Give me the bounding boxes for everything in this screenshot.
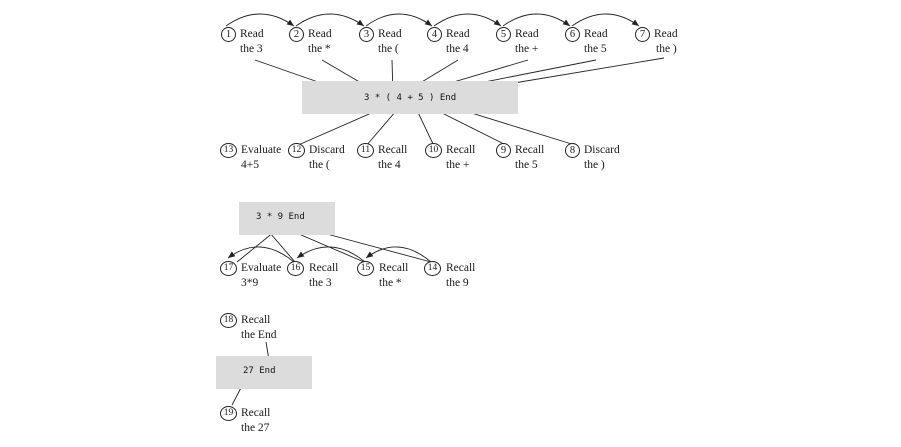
step-number: 6: [565, 27, 580, 42]
arc-1-2: [225, 13, 295, 27]
step-object: the 4: [446, 43, 469, 55]
step-verb: Evaluate: [241, 144, 282, 156]
step-verb: Read: [446, 28, 470, 40]
step-verb: Recall: [446, 262, 476, 274]
step-object: the 9: [446, 277, 469, 289]
step-number: 16: [287, 261, 304, 276]
step-number: 17: [220, 261, 237, 276]
step-object: the +: [446, 159, 470, 171]
expression-box-1: [302, 81, 518, 114]
step-number: 19: [220, 406, 237, 421]
step-object: the +: [515, 43, 539, 55]
arc-16-17: [227, 246, 295, 263]
arc-2-3: [295, 13, 365, 27]
arc-14-15: [365, 246, 432, 263]
step-number: 15: [357, 261, 374, 276]
step-object: the 5: [515, 159, 538, 171]
expression-2: 3 * 9 End: [256, 212, 305, 222]
step-number: 12: [288, 143, 305, 158]
expression-3: 27 End: [243, 366, 276, 376]
arc-4-5: [433, 13, 502, 27]
step-number: 2: [289, 27, 304, 42]
expression-1: 3 * ( 4 + 5 ) End: [364, 93, 457, 103]
step-verb: Recall: [241, 314, 271, 326]
step-number: 10: [425, 143, 442, 158]
arc-15-16: [296, 246, 366, 263]
step-verb: Evaluate: [241, 262, 282, 274]
step-verb: Discard: [584, 144, 620, 156]
step-verb: Read: [584, 28, 608, 40]
step-object: 4+5: [241, 159, 259, 171]
step-verb: Read: [654, 28, 678, 40]
arc-3-4: [365, 13, 433, 27]
step-object: the (: [378, 43, 399, 55]
step-verb: Read: [515, 28, 539, 40]
step-verb: Read: [240, 28, 264, 40]
expression-box-2: [239, 202, 335, 235]
step-number: 18: [220, 313, 237, 328]
step-number: 3: [359, 27, 374, 42]
step-object: the (: [309, 159, 330, 171]
step-number: 1: [221, 27, 236, 42]
step-verb: Recall: [241, 407, 271, 419]
step-verb: Recall: [378, 144, 408, 156]
step-object: the ): [584, 159, 605, 171]
step-number: 13: [220, 143, 237, 158]
step-object: the 3: [309, 277, 332, 289]
step-number: 9: [496, 143, 511, 158]
step-object: the ): [656, 43, 677, 55]
step-object: the End: [241, 329, 277, 341]
step-verb: Recall: [309, 262, 339, 274]
step-number: 8: [565, 143, 580, 158]
step-object: the 4: [378, 159, 401, 171]
step-number: 5: [496, 27, 511, 42]
step-object: the *: [308, 43, 331, 55]
step-verb: Discard: [309, 144, 345, 156]
step-number: 7: [635, 27, 650, 42]
step-verb: Read: [378, 28, 402, 40]
arc-5-6: [502, 13, 571, 27]
step-object: the 3: [240, 43, 263, 55]
step-object: the 5: [584, 43, 607, 55]
step-verb: Recall: [446, 144, 476, 156]
step-number: 11: [357, 143, 374, 158]
expression-box-3: [216, 356, 312, 389]
arc-6-7: [571, 13, 640, 27]
step-object: the *: [379, 277, 402, 289]
step-verb: Read: [308, 28, 332, 40]
step-verb: Recall: [379, 262, 409, 274]
step-number: 14: [424, 261, 441, 276]
step-object: the 27: [241, 422, 270, 434]
step-object: 3*9: [241, 277, 259, 289]
step-number: 4: [427, 27, 442, 42]
step-verb: Recall: [515, 144, 545, 156]
